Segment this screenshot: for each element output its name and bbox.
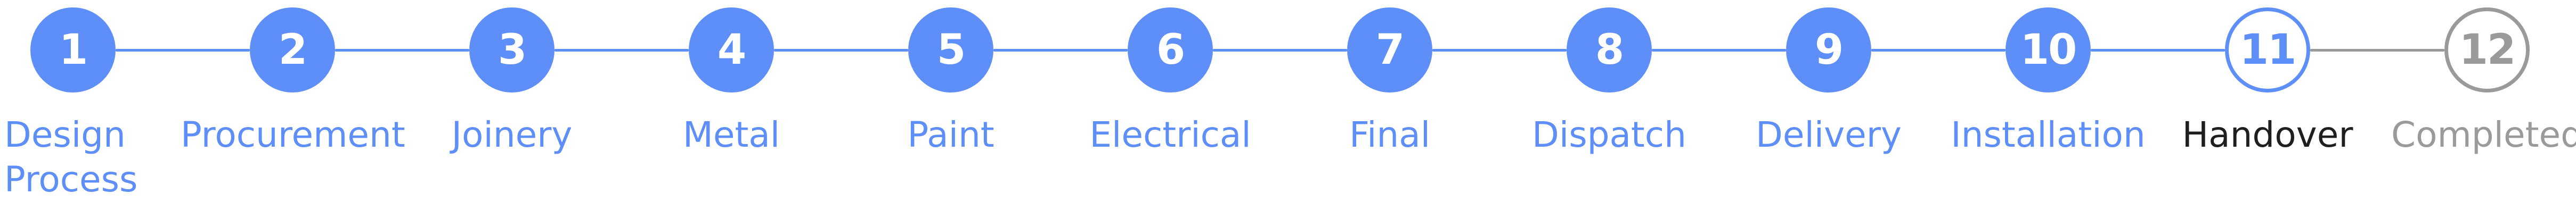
step-label: Paint bbox=[907, 114, 994, 155]
step-number-badge[interactable]: 8 bbox=[1567, 7, 1652, 92]
step-number-badge[interactable]: 5 bbox=[908, 7, 993, 92]
step-connector bbox=[1432, 49, 1567, 52]
step-number-badge[interactable]: 6 bbox=[1128, 7, 1213, 92]
step-label: Dispatch bbox=[1532, 114, 1686, 155]
step-number-badge[interactable]: 9 bbox=[1786, 7, 1871, 92]
step-number-badge[interactable]: 11 bbox=[2225, 7, 2310, 92]
step-number-badge[interactable]: 10 bbox=[2006, 7, 2091, 92]
step-label: Joinery bbox=[451, 114, 573, 155]
step-label: Completed bbox=[2391, 114, 2576, 155]
step-number-badge[interactable]: 7 bbox=[1347, 7, 1432, 92]
step-label: Final bbox=[1349, 114, 1431, 155]
step-number-badge[interactable]: 1 bbox=[30, 7, 116, 92]
step-label: Handover bbox=[2182, 114, 2353, 155]
step-connector bbox=[2091, 49, 2225, 52]
step-label: Installation bbox=[1951, 114, 2146, 155]
step-label: Delivery bbox=[1756, 114, 1902, 155]
step-connector bbox=[993, 49, 1128, 52]
step-label: Design Process bbox=[4, 114, 138, 200]
step-number-badge[interactable]: 2 bbox=[250, 7, 335, 92]
step-connector bbox=[1213, 49, 1347, 52]
step-label: Electrical bbox=[1089, 114, 1251, 155]
step-label: Procurement bbox=[181, 114, 405, 155]
step-label: Metal bbox=[682, 114, 780, 155]
step-connector bbox=[1652, 49, 1786, 52]
step-number-badge[interactable]: 4 bbox=[689, 7, 774, 92]
step-connector bbox=[2310, 49, 2444, 52]
step-connector bbox=[116, 49, 250, 52]
step-number-badge[interactable]: 12 bbox=[2444, 7, 2530, 92]
step-connector bbox=[335, 49, 469, 52]
step-connector bbox=[774, 49, 908, 52]
step-connector bbox=[1871, 49, 2006, 52]
step-connector bbox=[555, 49, 689, 52]
step-number-badge[interactable]: 3 bbox=[469, 7, 555, 92]
